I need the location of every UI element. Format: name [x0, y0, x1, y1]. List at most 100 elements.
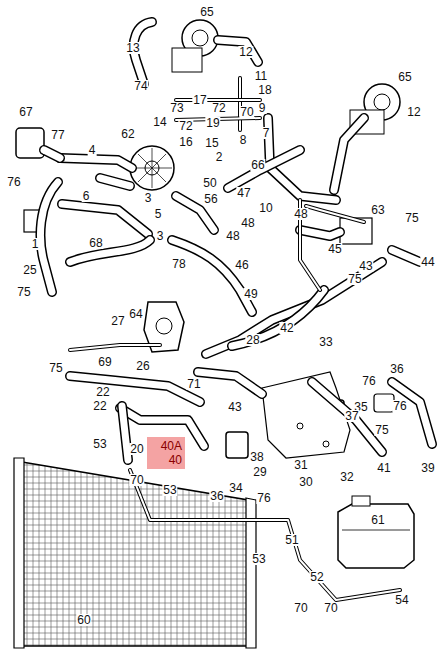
callout-number: 45	[327, 243, 342, 255]
callout-number: 40	[150, 453, 182, 467]
callout-number: 22	[92, 400, 107, 412]
pipes	[70, 78, 400, 600]
hoses	[41, 22, 432, 460]
callout-number: 70	[239, 106, 254, 118]
callout-number: 70	[293, 602, 308, 614]
hose-segment	[206, 262, 382, 354]
callout-number: 76	[6, 176, 21, 188]
callout-number: 25	[22, 264, 37, 276]
hose-segment	[62, 204, 148, 234]
callout-number: 29	[252, 466, 267, 478]
hose-segment	[44, 150, 60, 158]
callout-number: 34	[228, 482, 243, 494]
callout-number: 40A	[150, 439, 182, 453]
callout-number: 64	[128, 308, 143, 320]
callout-number: 76	[392, 400, 407, 412]
callout-number: 70	[323, 602, 338, 614]
expansion-tank	[338, 496, 414, 568]
callout-number: 2	[215, 151, 224, 163]
callout-number: 48	[225, 230, 240, 242]
hose-segment	[306, 206, 364, 222]
callout-number: 76	[256, 492, 271, 504]
callout-number: 1	[31, 238, 40, 250]
callout-number: 4	[88, 144, 97, 156]
callout-number: 33	[318, 336, 333, 348]
callout-number: 72	[178, 120, 193, 132]
callout-number: 39	[420, 462, 435, 474]
callout-number: 16	[178, 136, 193, 148]
callout-number: 75	[374, 424, 389, 436]
callout-number: 14	[152, 116, 167, 128]
callout-number: 22	[95, 386, 110, 398]
hose-segment	[70, 376, 200, 402]
callout-number: 30	[298, 476, 313, 488]
callout-number: 48	[293, 208, 308, 220]
callout-number: 6	[82, 190, 91, 202]
callout-number: 68	[88, 237, 103, 249]
callout-number: 10	[258, 202, 273, 214]
callout-number: 74	[133, 80, 148, 92]
hose-segment	[312, 382, 382, 452]
callout-number: 72	[211, 102, 226, 114]
callout-number: 18	[257, 84, 272, 96]
callout-number: 43	[358, 260, 373, 272]
hose-segment	[70, 240, 150, 262]
callout-number: 76	[361, 375, 376, 387]
callout-number: 77	[50, 129, 65, 141]
hose-segment	[334, 118, 364, 190]
hose-segment	[41, 182, 58, 292]
callout-number: 8	[239, 134, 248, 146]
callout-number: 71	[186, 378, 201, 390]
callout-number: 31	[293, 459, 308, 471]
callout-number: 65	[199, 6, 214, 18]
callout-number: 37	[344, 410, 359, 422]
callout-number: 54	[394, 594, 409, 606]
hose-segment	[228, 150, 300, 188]
callout-number: 66	[250, 159, 265, 171]
callout-number: 11	[254, 70, 268, 82]
callout-number: 12	[406, 106, 421, 118]
callout-number: 32	[339, 471, 354, 483]
callout-number: 56	[203, 193, 218, 205]
hose-segment	[392, 382, 432, 444]
callout-number: 27	[110, 315, 125, 327]
callout-number: 5	[154, 208, 163, 220]
callout-number: 67	[18, 106, 33, 118]
hose-segment	[100, 178, 130, 186]
callout-number: 19	[205, 117, 220, 129]
callout-number: 12	[238, 46, 253, 58]
callout-number: 47	[236, 187, 251, 199]
hose-segment	[392, 250, 420, 262]
callout-number: 36	[209, 490, 224, 502]
callout-number: 15	[204, 137, 219, 149]
callout-number: 75	[16, 286, 31, 298]
callout-number: 78	[171, 258, 186, 270]
callout-number: 3	[156, 230, 165, 242]
callout-number: 51	[284, 534, 299, 546]
callout-number: 63	[370, 204, 385, 216]
callout-number: 75	[48, 362, 63, 374]
callout-number: 43	[227, 401, 242, 413]
callout-number: 61	[370, 514, 385, 526]
callout-number: 9	[258, 102, 267, 114]
hose-segment	[218, 40, 258, 62]
callout-number: 26	[135, 360, 150, 372]
callout-number: 52	[309, 571, 324, 583]
hose-segment	[122, 406, 128, 460]
callout-number: 28	[245, 334, 260, 346]
callout-number: 60	[76, 614, 91, 626]
callout-number: 17	[192, 94, 207, 106]
callout-number: 69	[97, 356, 112, 368]
callout-number: 53	[92, 438, 107, 450]
hose-segment	[70, 345, 160, 350]
hose-segment	[130, 470, 400, 600]
callout-number: 38	[249, 451, 264, 463]
callout-number: 50	[202, 177, 217, 189]
callout-number: 70	[129, 474, 144, 486]
callout-number: 53	[162, 484, 177, 496]
callout-number: 42	[279, 322, 294, 334]
callout-number: 53	[251, 553, 266, 565]
callout-number: 7	[262, 127, 271, 139]
